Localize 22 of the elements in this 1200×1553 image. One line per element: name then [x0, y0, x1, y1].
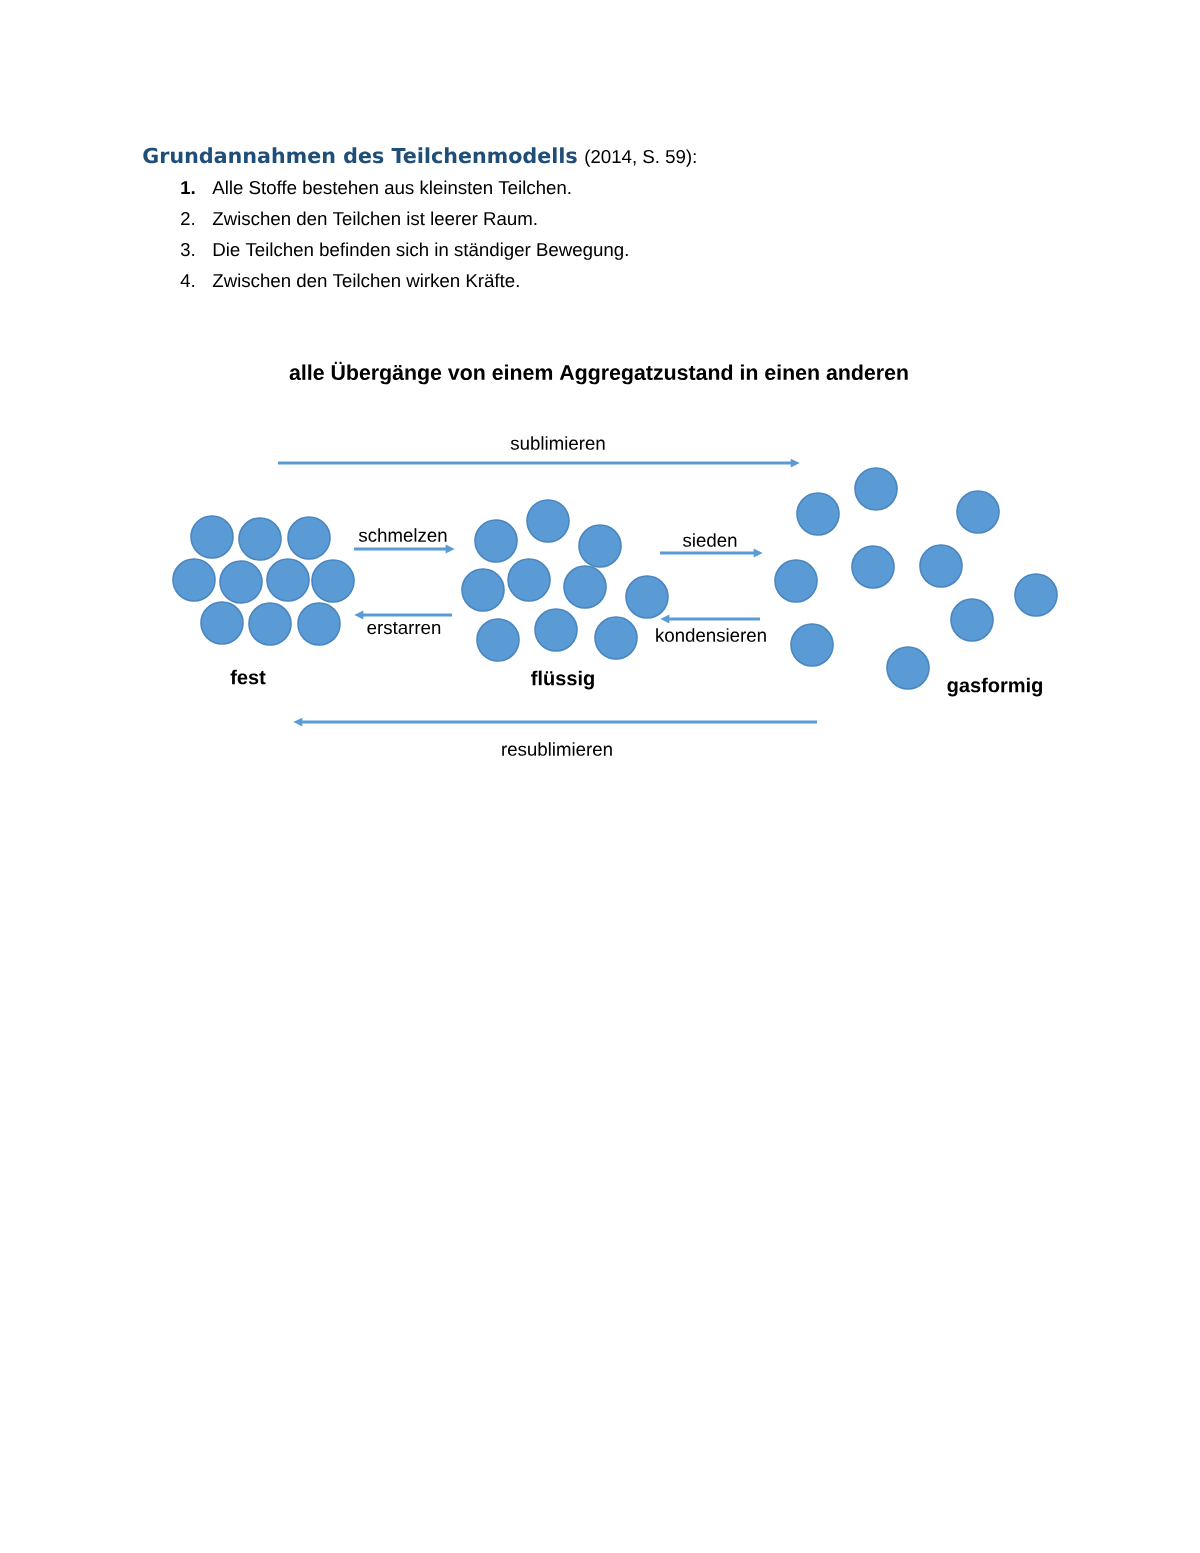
- list-item: Zwischen den Teilchen wirken Kräfte.: [212, 273, 519, 288]
- list-number: 2.: [181, 211, 195, 225]
- edge-label: resublimieren: [499, 740, 615, 758]
- node-label: flüssig: [531, 670, 594, 690]
- node-label: fest: [230, 669, 266, 685]
- edge-label: sublimieren: [508, 434, 608, 452]
- title: alle Übergänge von einem Aggregatzustand in einen anderen: [289, 361, 908, 385]
- list-number: 1.: [181, 181, 195, 194]
- edge-label: kondensieren: [653, 626, 769, 644]
- list-item: Alle Stoffe bestehen aus kleinsten Teilchen.: [212, 180, 571, 195]
- list-number: 3.: [180, 242, 195, 257]
- edge-label: sieden: [681, 531, 739, 549]
- heading: Grundannahmen des Teilchenmodells: [143, 147, 577, 164]
- list-number: 4.: [180, 274, 195, 287]
- edge-label: erstarren: [365, 620, 443, 636]
- node-label: gasformig: [947, 677, 1042, 697]
- list-item: Die Teilchen befinden sich in ständiger Bewegung.: [213, 242, 628, 260]
- list-item: Zwischen den Teilchen ist leerer Raum.: [212, 211, 537, 226]
- particle-cluster: gasformig: [774, 467, 1058, 697]
- citation: (2014, S. 59):: [585, 149, 696, 167]
- particle-cluster: fest: [172, 515, 355, 685]
- edge-label: schmelzen: [357, 526, 449, 544]
